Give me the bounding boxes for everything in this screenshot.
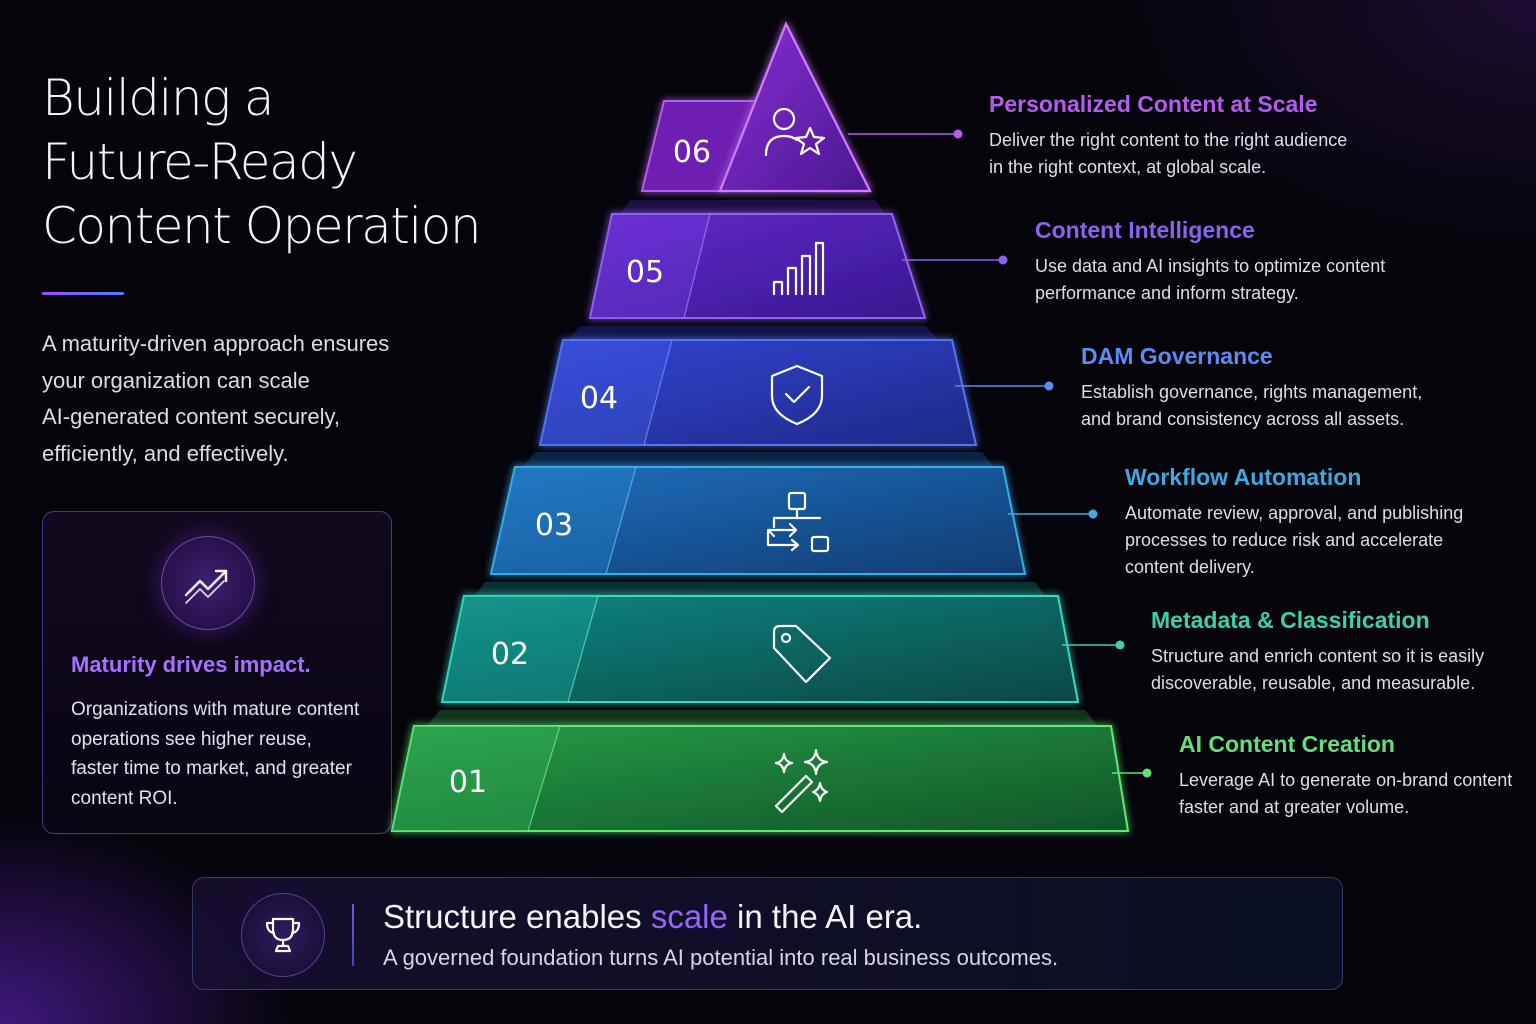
connector-lines [848,129,1152,778]
level-number: 05 [626,255,664,290]
pyramid-level-06[interactable]: 06 [640,21,872,193]
level-02-text: Metadata & Classification Structure and … [1151,607,1484,697]
tag-icon [772,624,832,684]
impact-body: Organizations with mature content operat… [71,695,381,813]
description-line: Establish governance, rights management, [1081,382,1423,402]
description-line: and brand consistency across all assets. [1081,409,1405,429]
bar-chart-icon [772,241,825,295]
pyramid-level-03[interactable]: 03 [489,452,1027,575]
banner-headline: Structure enables scale in the AI era. [383,898,922,936]
user-star-icon [764,107,826,157]
impact-line: faster time to market, and greater [71,758,352,779]
headline-text: in the AI era. [727,898,923,935]
level-description: Establish governance, rights management,… [1081,379,1422,433]
page-title: Building a Future-Ready Content Operatio… [42,66,482,258]
description-line: performance and inform strategy. [1035,283,1299,303]
connector-dot [1088,509,1098,519]
level-number: 01 [449,765,487,800]
title-accent-rule [42,292,124,295]
impact-title: Maturity drives impact. [71,652,311,677]
impact-line: operations see higher reuse, [71,728,312,750]
level-04-text: DAM Governance Establish governance, rig… [1081,343,1422,433]
level-number: 02 [491,637,529,672]
headline-text: Structure enables [383,898,651,935]
pyramid-level-01[interactable]: 01 [390,710,1130,832]
trophy-icon [241,893,325,977]
level-title: Personalized Content at Scale [989,91,1318,117]
level-number: 06 [673,135,711,170]
description-line: Structure and enrich content so it is ea… [1151,646,1485,666]
intro-paragraph: A maturity-driven approach ensures your … [42,326,422,472]
description-line: discoverable, reusable, and measurable. [1151,673,1476,693]
banner-subline: A governed foundation turns AI potential… [383,945,1059,970]
conclusion-banner: Structure enables scale in the AI era. A… [192,877,1343,990]
trending-up-icon [161,536,255,630]
description-line: in the right context, at global scale. [989,157,1267,177]
impact-line: content ROI. [71,787,178,809]
title-line: Future-Ready [42,133,358,191]
level-number: 03 [535,508,573,543]
level-title: Metadata & Classification [1151,607,1430,633]
impact-line: Organizations with mature content [71,699,360,720]
level-title: Workflow Automation [1125,464,1362,490]
pyramid-level-02[interactable]: 02 [440,582,1080,703]
connector-dot [953,129,963,139]
level-title: DAM Governance [1081,343,1273,369]
headline-highlight: scale [650,898,728,935]
description-line: Automate review, approval, and publishin… [1125,503,1464,523]
level-03-text: Workflow Automation Automate review, app… [1125,464,1463,581]
workflow-icon [766,491,830,553]
level-title: Content Intelligence [1035,217,1255,243]
connector-dot [1142,768,1152,778]
intro-line: AI-generated content securely, [42,404,340,429]
level-description: Automate review, approval, and publishin… [1125,500,1463,581]
pyramid-level-05[interactable]: 05 [588,200,927,319]
description-line: faster and at greater volume. [1179,797,1410,817]
intro-line: A maturity-driven approach ensures [42,331,390,356]
title-line: Content Operation [42,197,482,255]
sparkles-wand-icon [774,748,829,814]
description-line: Deliver the right content to the right a… [989,130,1348,150]
level-number: 04 [580,381,618,416]
connector-dot [1115,640,1125,650]
level-description: Use data and AI insights to optimize con… [1035,253,1385,307]
description-line: Leverage AI to generate on-brand content [1179,770,1513,790]
level-06-text: Personalized Content at Scale Deliver th… [989,91,1347,181]
description-line: Use data and AI insights to optimize con… [1035,256,1386,276]
banner-divider [352,904,354,966]
title-line: Building a [42,69,275,127]
connector-dot [1044,381,1054,391]
level-05-text: Content Intelligence Use data and AI ins… [1035,217,1385,307]
description-line: content delivery. [1125,557,1255,577]
pyramid-level-04[interactable]: 04 [538,326,978,446]
connector-dot [998,255,1008,265]
level-description: Structure and enrich content so it is ea… [1151,643,1484,697]
intro-line: your organization can scale [42,367,310,393]
shield-check-icon [770,364,824,426]
level-01-text: AI Content Creation Leverage AI to gener… [1179,731,1512,821]
level-description: Deliver the right content to the right a… [989,127,1347,181]
intro-line: efficiently, and effectively. [42,440,289,466]
level-title: AI Content Creation [1179,731,1395,757]
description-line: processes to reduce risk and accelerate [1125,530,1444,550]
impact-card: Maturity drives impact. Organizations wi… [42,511,392,834]
level-description: Leverage AI to generate on-brand content… [1179,767,1512,821]
